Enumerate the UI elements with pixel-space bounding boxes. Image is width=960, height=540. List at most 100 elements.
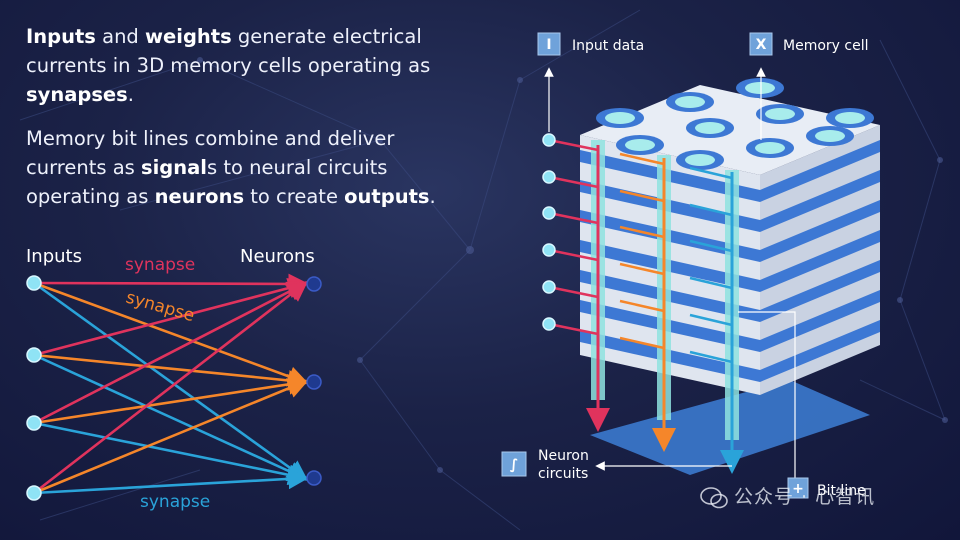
input-line [548, 248, 599, 262]
input-data-node [542, 317, 556, 331]
bit-line-icon [787, 477, 809, 499]
word-line-layer [760, 320, 880, 382]
synapse-edge [33, 277, 310, 357]
input-data-node [542, 206, 556, 220]
input-node [26, 485, 42, 501]
input-node [26, 347, 42, 363]
input-data-node [542, 133, 556, 147]
word-line-layer [760, 200, 880, 262]
plus-glyph: + [792, 481, 804, 497]
input-line [619, 262, 665, 276]
word-line-layer [760, 230, 880, 292]
neurons-label: Neurons [240, 246, 315, 267]
input-line [689, 313, 733, 327]
synapse-edge [33, 421, 310, 486]
emphasis-run: weights [145, 25, 232, 48]
synapse-connections [33, 273, 310, 495]
memory-cell-core [835, 112, 865, 124]
text-run: generate electrical currents in 3D memor… [26, 25, 431, 77]
watermark-text: 公众号 · 心智讯 [734, 486, 876, 508]
synapse-edge [33, 281, 309, 425]
inputs-label: Inputs [26, 246, 82, 267]
bit-line-pointer [738, 311, 796, 478]
memory-cell-core [675, 96, 705, 108]
memory-cell-core [695, 122, 725, 134]
text-run: Memory bit lines combine and deliver cur… [26, 127, 395, 179]
input-line [619, 189, 665, 203]
text-run: s to neural circuits operating as [26, 156, 388, 208]
synapse-edge [33, 353, 309, 481]
neuron-circuits-label-line2: circuits [538, 466, 588, 482]
word-line-layer [760, 260, 880, 322]
input-line [689, 350, 733, 364]
word-line-layer [760, 140, 880, 202]
synapse-label-red: synapse [125, 255, 195, 275]
synapse-edge [33, 280, 309, 495]
synapse-edge [33, 353, 310, 391]
network-nodes [26, 275, 322, 501]
neuron-circuits-label-line1: Neuron [538, 448, 589, 464]
emphasis-run: Inputs [26, 25, 96, 48]
description-paragraph-synapses: Inputs and weights generate electrical c… [26, 22, 466, 109]
bit-line-label: Bit line [817, 483, 866, 499]
wechat-icon [700, 486, 728, 508]
emphasis-run: outputs [344, 185, 430, 208]
top-memory-cells [596, 78, 874, 170]
emphasis-run: signal [141, 156, 207, 179]
input-data-glyph: I [546, 37, 551, 53]
text-run: and [95, 25, 146, 48]
input-data-node [542, 280, 556, 294]
input-line [548, 285, 599, 299]
synapse-edge [33, 281, 309, 387]
input-data-label: Input data [572, 38, 644, 54]
neural-network-diagram: Inputs Neurons synapse synapse synapse [26, 246, 322, 512]
input-data-node [542, 243, 556, 257]
neuron-node [306, 470, 322, 486]
memory-cell-core [685, 154, 715, 166]
neuron-node [306, 374, 322, 390]
text-run: . [127, 83, 134, 106]
text-run: . [429, 185, 436, 208]
memory-cell-core [625, 139, 655, 151]
synapse-edge [33, 374, 310, 425]
input-line [548, 322, 599, 336]
synapse-label-blue: synapse [140, 492, 210, 512]
input-data-node [542, 170, 556, 184]
word-line-layer [760, 170, 880, 232]
word-line-layer [760, 290, 880, 352]
input-line [619, 299, 665, 313]
input-data-icon [537, 32, 561, 56]
right-face-layers [760, 140, 880, 382]
neuron-circuits-icon [501, 451, 527, 477]
memory-cell-core [605, 112, 635, 124]
input-line [548, 138, 599, 152]
input-line [689, 239, 733, 253]
synapse-edge [33, 281, 309, 482]
synapse-edge [33, 468, 310, 495]
input-line [548, 211, 599, 225]
input-lines [542, 133, 733, 364]
3d-memory-array-diagram: I Input data X Memory cell ∫ Neuron circ… [501, 32, 880, 499]
emphasis-run: neurons [154, 185, 245, 208]
input-line [619, 336, 665, 350]
integral-icon: ∫ [510, 457, 519, 473]
neuron-node [306, 276, 322, 292]
memory-cell-core [765, 108, 795, 120]
memory-cell-glyph: X [756, 37, 767, 53]
input-line [548, 175, 599, 189]
wechat-watermark: 公众号 · 心智讯 [700, 482, 875, 509]
input-line [689, 166, 733, 180]
emphasis-run: synapses [26, 83, 128, 106]
input-line [689, 203, 733, 217]
synapse-edge [33, 378, 309, 495]
input-node [26, 415, 42, 431]
text-run: to create [244, 185, 345, 208]
memory-cell-core [815, 130, 845, 142]
input-node [26, 275, 42, 291]
input-line [619, 225, 665, 239]
description-paragraph-neurons: Memory bit lines combine and deliver cur… [26, 124, 466, 211]
synapse-edge [33, 273, 310, 295]
memory-cell-core [755, 142, 785, 154]
input-line [619, 152, 665, 166]
